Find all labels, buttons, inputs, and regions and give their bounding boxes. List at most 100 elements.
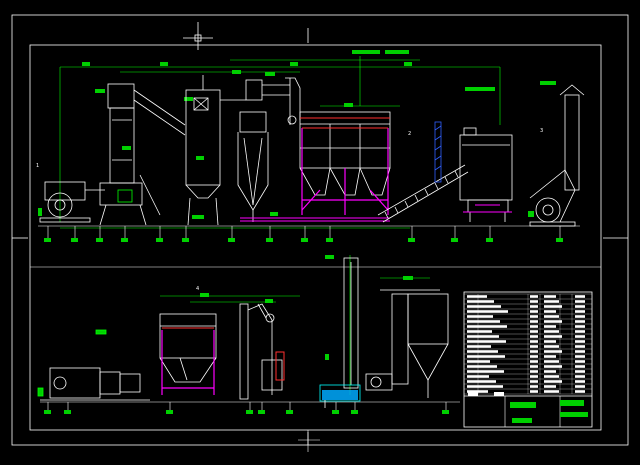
- crusher-tower: [99, 83, 186, 226]
- parts-entry: [530, 390, 538, 393]
- lower-leader-tags: [44, 410, 449, 414]
- parts-entry: [530, 375, 538, 378]
- parts-entry: [544, 320, 562, 323]
- parts-entry: [530, 360, 538, 363]
- lower-baghouse-legs: [161, 330, 215, 395]
- parts-entry: [467, 300, 494, 303]
- parts-entry: [467, 315, 493, 318]
- outer-frame: [11, 14, 629, 446]
- parts-entry: [544, 300, 559, 303]
- parts-entry: [575, 385, 585, 388]
- parts-entry: [467, 320, 500, 323]
- section-mark-4: 4: [196, 286, 199, 292]
- parts-entry: [467, 295, 487, 298]
- parts-entry: [467, 385, 503, 388]
- parts-entry: [544, 315, 559, 318]
- parts-entry: [530, 325, 538, 328]
- parts-entry: [575, 300, 585, 303]
- section-mark-1: 1: [36, 163, 39, 169]
- silo-base: [463, 204, 512, 213]
- parts-entry: [467, 310, 508, 313]
- parts-entry: [530, 345, 538, 348]
- parts-entry: [575, 320, 585, 323]
- section-mark-2: 2: [408, 131, 411, 137]
- hatched-column: [434, 121, 442, 183]
- magenta-conveyor: [240, 217, 390, 222]
- section-mark-3: 3: [540, 128, 543, 134]
- parts-entry: [575, 330, 585, 333]
- parts-entry: [575, 340, 585, 343]
- parts-entry: [467, 345, 491, 348]
- crosshair-icon[interactable]: [183, 22, 213, 50]
- lower-red-pump: [275, 351, 285, 381]
- parts-entry: [530, 310, 538, 313]
- parts-entry: [544, 310, 556, 313]
- parts-entry: [544, 305, 562, 308]
- parts-entry: [467, 340, 506, 343]
- upper-leaders: [47, 226, 561, 240]
- parts-entry: [575, 360, 585, 363]
- parts-entry: [530, 350, 538, 353]
- parts-entry: [467, 390, 488, 393]
- parts-entry: [575, 310, 585, 313]
- parts-entry: [467, 305, 501, 308]
- parts-entry: [575, 365, 585, 368]
- vertical-elevator-lower: [319, 257, 361, 408]
- inner-frame: [29, 44, 602, 431]
- parts-entry: [575, 325, 585, 328]
- parts-entry: [544, 390, 559, 393]
- parts-entry: [530, 330, 538, 333]
- parts-entry: [575, 295, 585, 298]
- title-block: [463, 291, 593, 428]
- top-dimensions: [59, 56, 501, 229]
- motor-assembly: [40, 367, 150, 401]
- ucs-icon: [298, 430, 320, 452]
- lower-dim-lines: [160, 255, 430, 395]
- parts-entry: [467, 325, 507, 328]
- parts-entry: [467, 370, 504, 373]
- parts-entry: [530, 355, 538, 358]
- duct-riser: [285, 77, 301, 125]
- parts-entry: [575, 355, 585, 358]
- fan-right: [529, 84, 585, 227]
- lower-baghouse: [159, 313, 217, 383]
- parts-entry: [467, 360, 490, 363]
- parts-entry: [544, 330, 559, 333]
- lower-dim-tags: [200, 255, 413, 360]
- parts-entry: [530, 295, 538, 298]
- motor-accents: [37, 329, 107, 397]
- storage-silo: [459, 127, 513, 222]
- parts-entry: [467, 350, 498, 353]
- parts-entry: [544, 325, 556, 328]
- parts-entry: [544, 350, 562, 353]
- dimension-labels: [38, 50, 556, 219]
- parts-entry: [467, 365, 497, 368]
- baghouse-top-rail: [300, 117, 390, 129]
- parts-entry: [544, 345, 559, 348]
- parts-entry: [467, 355, 505, 358]
- parts-entry: [544, 365, 562, 368]
- parts-entry: [544, 340, 556, 343]
- parts-entry: [544, 360, 559, 363]
- upper-leader-tags: [44, 238, 563, 242]
- parts-entry: [544, 355, 556, 358]
- parts-entry: [530, 370, 538, 373]
- parts-entry: [575, 335, 585, 338]
- parts-entry: [575, 315, 585, 318]
- parts-entry: [530, 380, 538, 383]
- cyan-hopper: [322, 390, 358, 400]
- lower-riser: [239, 303, 283, 400]
- parts-entry: [544, 335, 562, 338]
- parts-entry: [530, 300, 538, 303]
- parts-list-rows: [464, 293, 592, 395]
- parts-entry: [575, 375, 585, 378]
- parts-entry: [575, 370, 585, 373]
- parts-entry: [467, 375, 489, 378]
- fan-left: [39, 181, 105, 223]
- parts-entry: [575, 345, 585, 348]
- parts-entry: [544, 385, 556, 388]
- parts-entry: [544, 370, 556, 373]
- screw-conveyor: [377, 164, 469, 223]
